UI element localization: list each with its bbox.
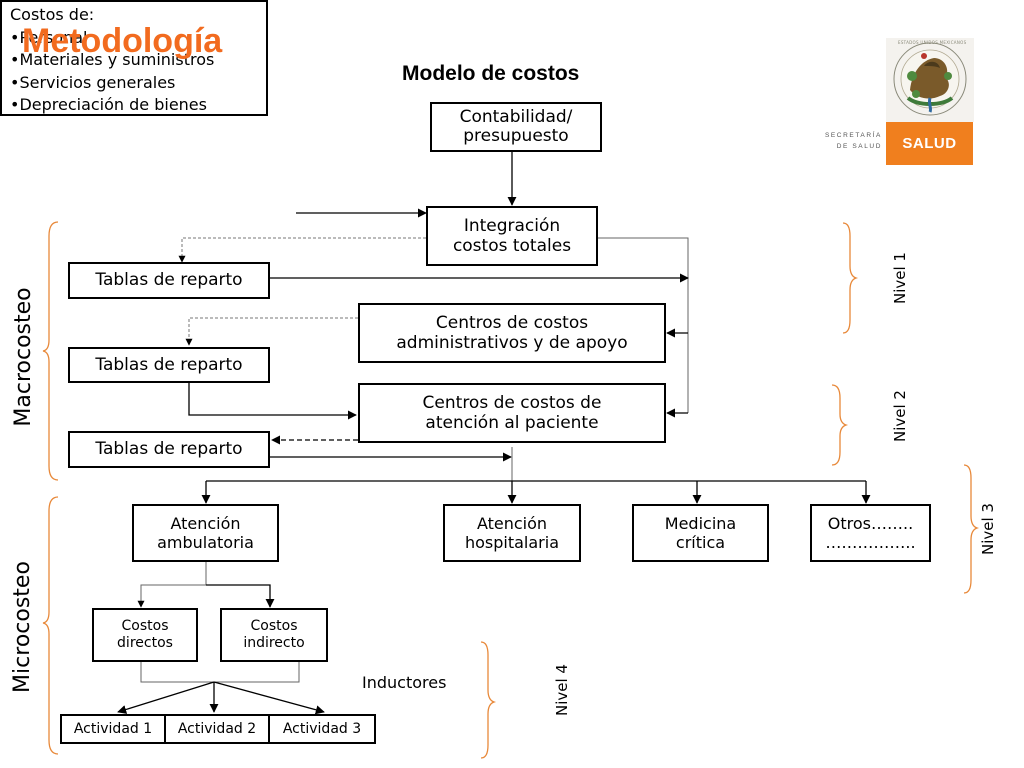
node-atencion-hospitalaria: Atención hospitalaria bbox=[443, 504, 581, 562]
label-nivel-2: Nivel 2 bbox=[891, 390, 909, 442]
label-nivel-4: Nivel 4 bbox=[553, 664, 571, 716]
costs-line: •Servicios generales bbox=[10, 72, 176, 92]
node-tablas-reparto-1: Tablas de reparto bbox=[68, 262, 270, 299]
costs-line: •Depreciación de bienes bbox=[10, 95, 207, 114]
label-nivel-1: Nivel 1 bbox=[891, 252, 909, 304]
salud-badge: SALUD bbox=[886, 122, 973, 165]
node-tablas-reparto-3: Tablas de reparto bbox=[68, 431, 270, 468]
node-costos-directos: Costos directos bbox=[92, 608, 198, 662]
secretaria-label: SECRETARÍA DE SALUD bbox=[824, 132, 882, 150]
costs-input-box: Costos de: •Personal •Materiales y sumin… bbox=[0, 0, 268, 116]
node-centros-atencion: Centros de costos de atención al pacient… bbox=[358, 383, 666, 443]
label-macrocosteo: Macrocosteo bbox=[11, 287, 36, 427]
node-atencion-ambulatoria: Atención ambulatoria bbox=[132, 504, 279, 562]
node-tablas-reparto-2: Tablas de reparto bbox=[68, 347, 270, 383]
seal-text: ESTADOS UNIDOS MEXICANOS bbox=[898, 40, 967, 45]
costs-line: •Materiales y suministros bbox=[10, 50, 215, 69]
label-nivel-3: Nivel 3 bbox=[979, 503, 997, 555]
node-integracion: Integración costos totales bbox=[426, 206, 598, 266]
node-medicina-critica: Medicina crítica bbox=[632, 504, 769, 562]
diagram-subtitle: Modelo de costos bbox=[402, 62, 580, 85]
eagle-seal-icon bbox=[886, 38, 974, 122]
node-actividad-3: Actividad 3 bbox=[268, 714, 376, 744]
slide-title: Metodología bbox=[22, 22, 223, 60]
label-microcosteo: Microcosteo bbox=[10, 561, 35, 693]
bracket-microcosteo bbox=[42, 496, 59, 755]
arrow-tablas2-atencion bbox=[188, 382, 357, 420]
secretaria-salud-logo: ESTADOS UNIDOS MEXICANOS bbox=[812, 36, 974, 168]
node-otros: Otros…….. …………….. bbox=[810, 504, 931, 562]
bracket-nivel-1 bbox=[842, 222, 859, 334]
bracket-macrocosteo bbox=[42, 221, 59, 481]
costs-line: •Personal bbox=[10, 27, 88, 47]
dashed-integracion-tablas1 bbox=[178, 237, 426, 263]
node-actividad-2: Actividad 2 bbox=[164, 714, 270, 744]
dashed-admin-tablas2 bbox=[185, 317, 358, 346]
node-costos-indirecto: Costos indirecto bbox=[220, 608, 328, 662]
node-contabilidad: Contabilidad/ presupuesto bbox=[430, 102, 602, 152]
bracket-nivel-3 bbox=[963, 464, 980, 594]
bracket-nivel-4 bbox=[480, 641, 497, 759]
node-actividad-1: Actividad 1 bbox=[60, 714, 166, 744]
line-integracion-right bbox=[598, 237, 689, 413]
bracket-nivel-2 bbox=[831, 384, 849, 466]
costs-line: Costos de: bbox=[10, 5, 95, 24]
node-centros-admin: Centros de costos administrativos y de a… bbox=[358, 303, 666, 363]
label-inductores: Inductores bbox=[362, 673, 447, 692]
